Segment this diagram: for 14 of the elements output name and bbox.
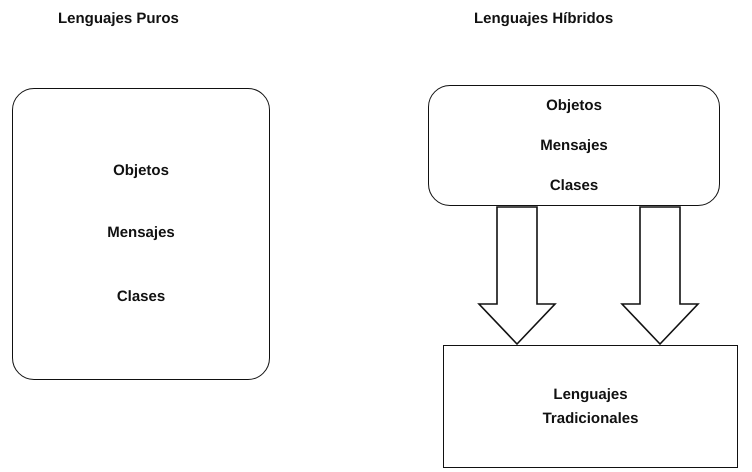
box-text: Clases (550, 176, 598, 196)
block-arrow (477, 206, 557, 346)
box-text: Objetos (546, 96, 602, 116)
box-text: Clases (116, 287, 166, 307)
box-text: Lenguajes Tradicionales (542, 384, 640, 428)
process-box (443, 345, 738, 468)
box-text: Mensajes (107, 223, 175, 243)
box-text: Mensajes (540, 136, 608, 156)
block-arrow (620, 206, 700, 346)
heading: Lenguajes Híbridos (474, 10, 614, 27)
rounded-box (12, 88, 270, 380)
heading: Lenguajes Puros (58, 10, 179, 27)
rounded-box (428, 85, 720, 206)
box-text: Objetos (113, 161, 169, 181)
